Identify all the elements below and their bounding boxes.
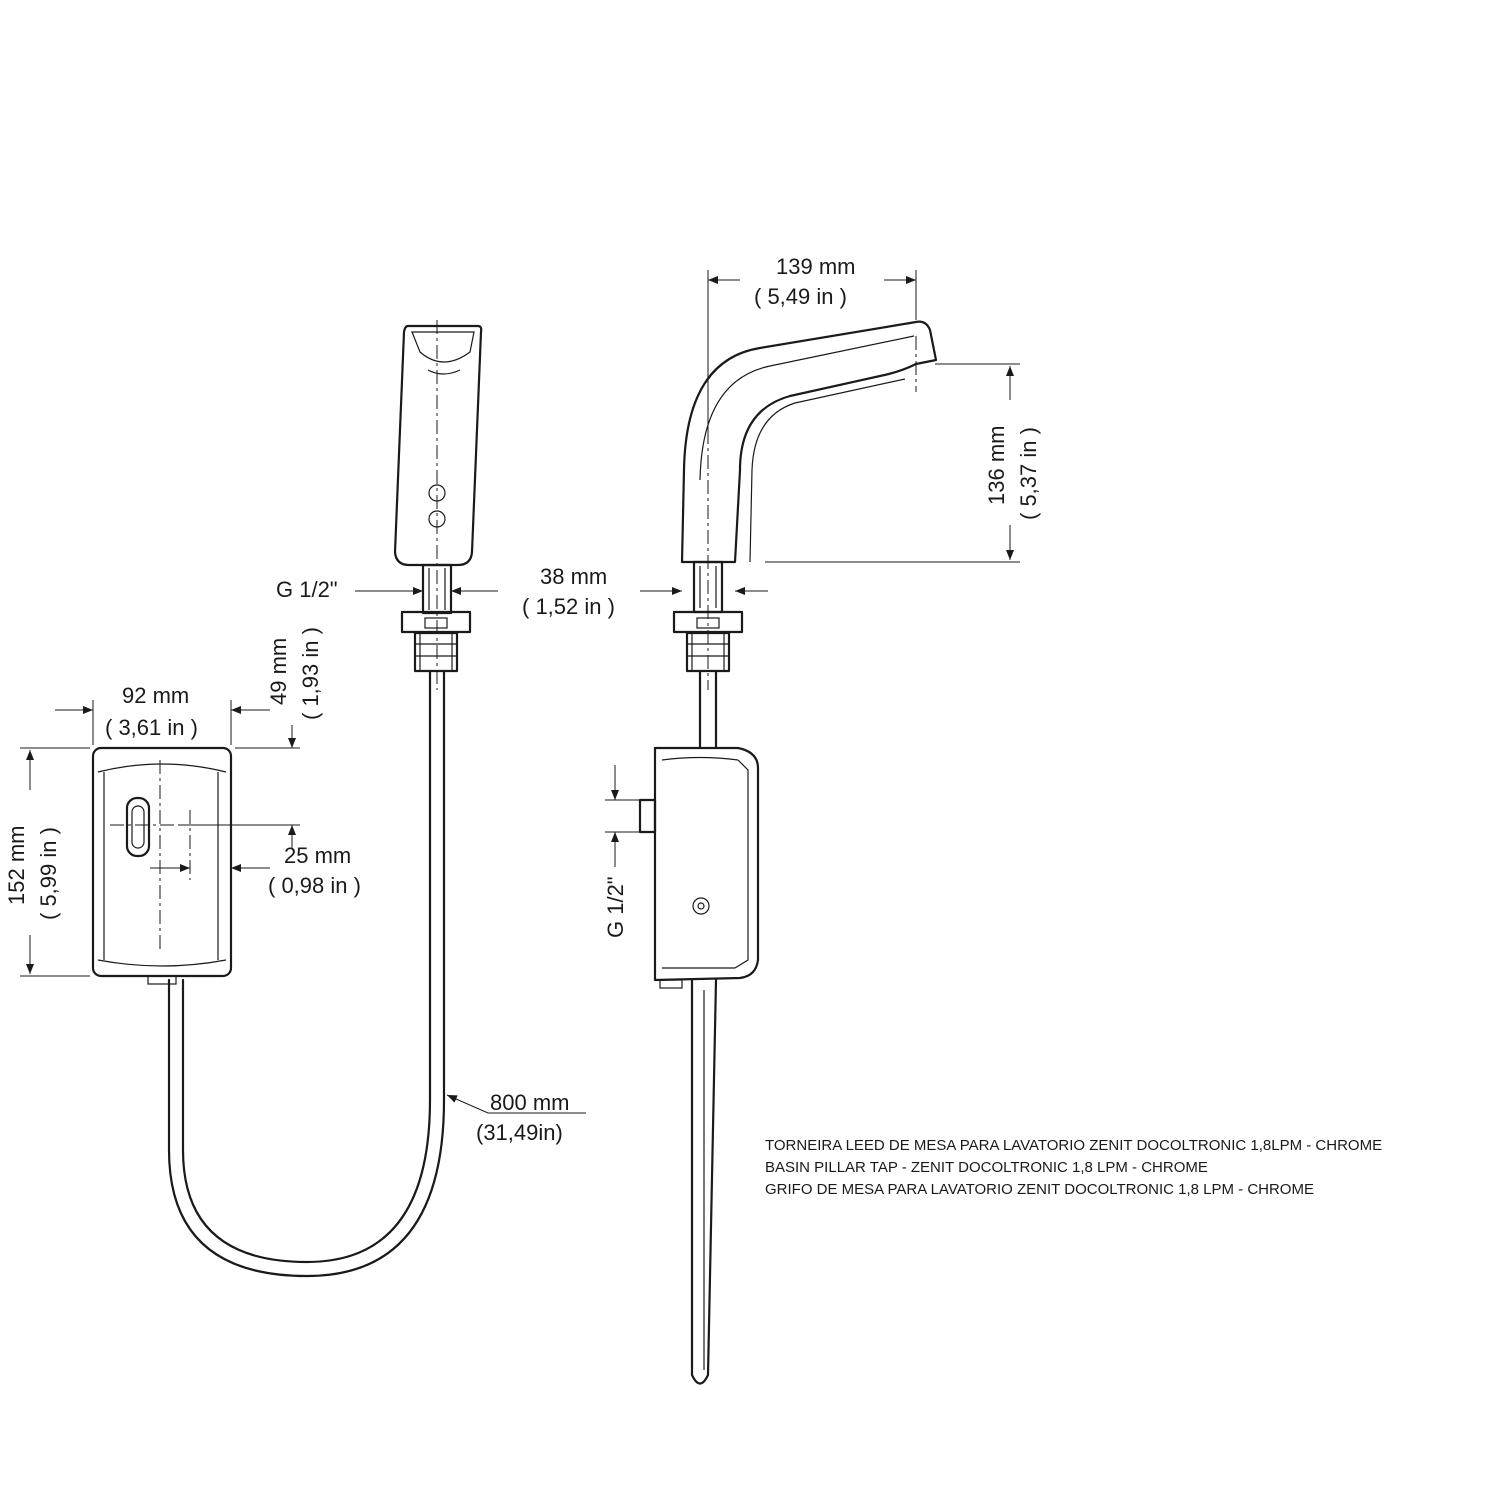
sensor-height-in: ( 1,93 in ) [298, 627, 323, 720]
base-diameter-mm: 38 mm [540, 564, 607, 589]
spout-reach-mm: 139 mm [776, 254, 855, 279]
front-thread-label: G 1/2" [276, 577, 338, 602]
sensor-offset-mm: 25 mm [284, 843, 351, 868]
spout-reach-in: ( 5,49 in ) [754, 284, 847, 309]
sensor-height-mm: 49 mm [266, 638, 291, 705]
side-view-control-box [638, 746, 760, 1385]
sensor-height-dimension: 49 mm ( 1,93 in ) [180, 627, 323, 848]
base-diameter-dimension: 38 mm ( 1,52 in ) [522, 564, 768, 619]
hose-length-mm: 800 mm [490, 1090, 569, 1115]
sensor-window-upper-icon [428, 484, 446, 502]
front-view-connection [400, 563, 472, 673]
sensor-offset-dimension: 25 mm ( 0,98 in ) [150, 843, 361, 898]
spout-reach-dimension: 139 mm ( 5,49 in ) [707, 254, 917, 440]
box-width-in: ( 3,61 in ) [105, 715, 198, 740]
front-view-tap-body [393, 320, 483, 690]
side-view-connection [672, 560, 744, 750]
sensor-window-lower-icon [428, 510, 446, 528]
box-height-mm: 152 mm [4, 826, 29, 905]
front-view-control-box [91, 746, 233, 985]
screw-icon [692, 897, 710, 915]
box-height-dimension: 152 mm ( 5,99 in ) [4, 747, 90, 977]
side-inlet-thread-label: G 1/2" [603, 876, 628, 938]
product-note-pt: TORNEIRA LEED DE MESA PARA LAVATORIO ZEN… [765, 1137, 1382, 1154]
product-note-en: BASIN PILLAR TAP - ZENIT DOCOLTRONIC 1,8… [765, 1159, 1208, 1176]
inlet-port [638, 798, 657, 834]
box-height-in: ( 5,99 in ) [36, 827, 61, 920]
product-notes: TORNEIRA LEED DE MESA PARA LAVATORIO ZEN… [765, 1137, 1382, 1198]
side-view-spout [680, 320, 938, 690]
side-inlet-thread-dimension: G 1/2" [603, 765, 640, 938]
front-view-hose [167, 669, 446, 1278]
spout-height-in: ( 5,37 in ) [1016, 427, 1041, 520]
front-thread-dimension: G 1/2" [276, 577, 498, 602]
box-width-mm: 92 mm [122, 683, 189, 708]
sensor-offset-in: ( 0,98 in ) [268, 873, 361, 898]
hose-length-in: (31,49in) [476, 1120, 563, 1145]
base-diameter-in: ( 1,52 in ) [522, 594, 615, 619]
box-width-dimension: 92 mm ( 3,61 in ) [55, 683, 270, 745]
spout-height-dimension: 136 mm ( 5,37 in ) [765, 363, 1041, 563]
product-note-es: GRIFO DE MESA PARA LAVATORIO ZENIT DOCOL… [765, 1181, 1314, 1198]
sensor-slot-icon [125, 796, 151, 858]
spout-height-mm: 136 mm [984, 426, 1009, 505]
hose-length-dimension: 800 mm (31,49in) [446, 1090, 586, 1145]
